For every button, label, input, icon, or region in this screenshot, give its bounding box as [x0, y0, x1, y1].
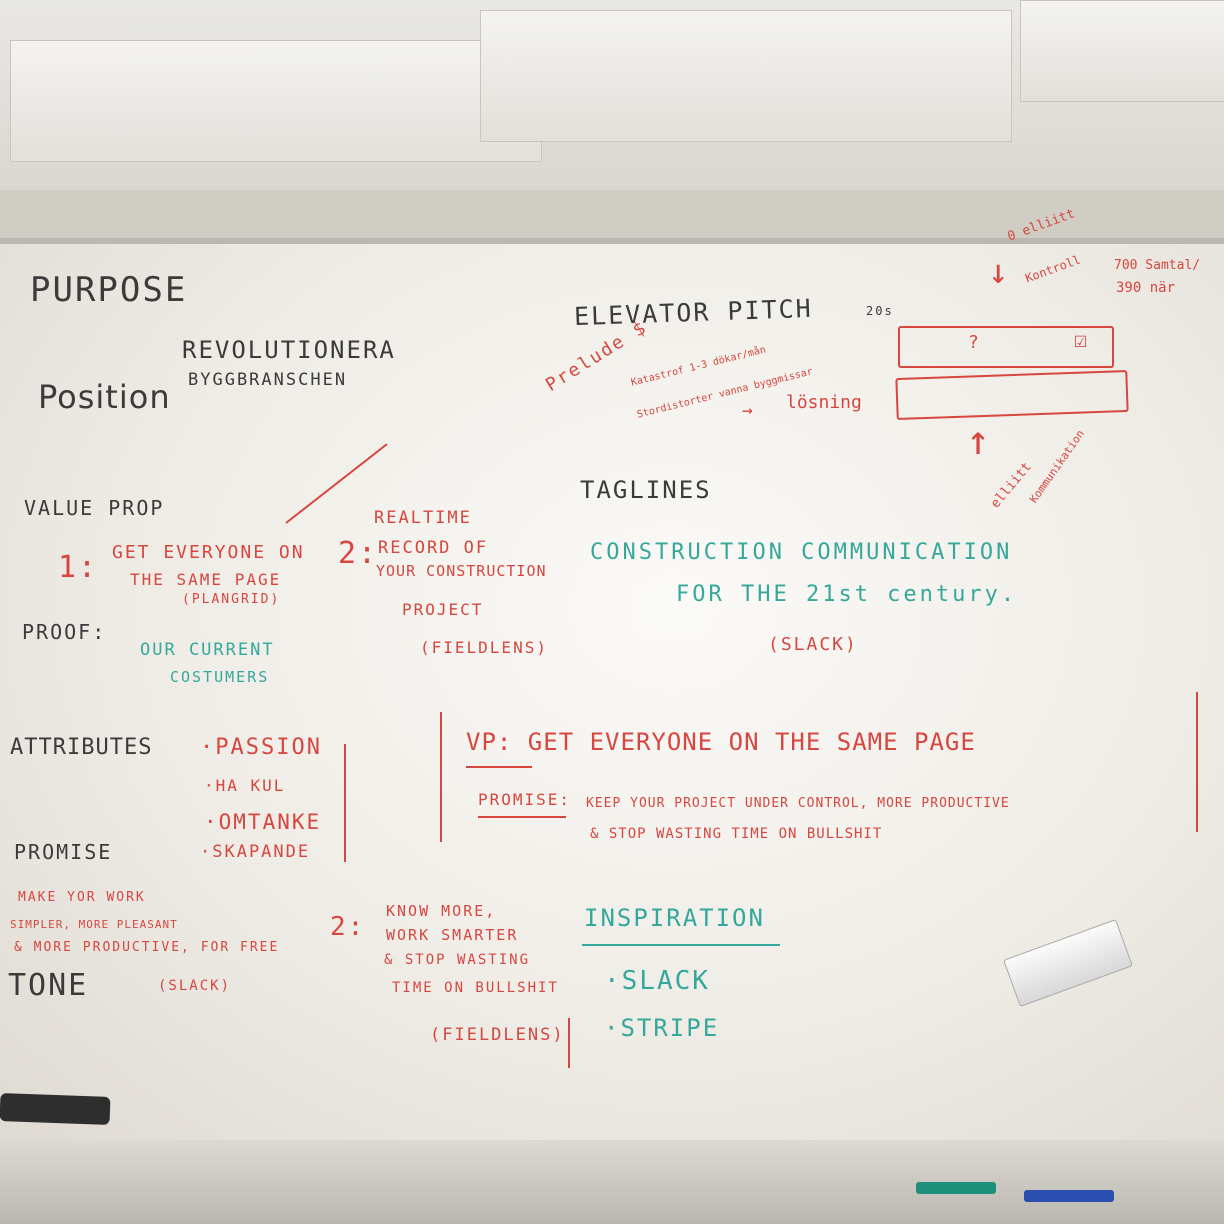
bar-mark: ? [968, 332, 981, 353]
ceiling-panel [480, 10, 1012, 142]
vp2-line: YOUR CONSTRUCTION [376, 562, 547, 580]
vp1-line: GET EVERYONE ON [112, 542, 305, 563]
vp2-number: 2: [338, 536, 379, 571]
divider-line [1196, 692, 1198, 832]
tagline-line: FOR THE 21st century. [676, 582, 1018, 607]
revolution-line: REVOLUTIONERA [182, 336, 396, 364]
vp2-line: REALTIME [374, 508, 472, 528]
tagline-reference: (SLACK) [768, 634, 858, 655]
position-heading: Position [38, 378, 171, 416]
tone-heading: TONE [8, 968, 89, 1003]
promise-line: & STOP WASTING TIME ON BULLSHIT [590, 826, 883, 842]
stat-line: 390 när [1116, 280, 1176, 296]
ceiling-panel [1020, 0, 1224, 102]
promise-line: & MORE PRODUCTIVE, FOR FREE [14, 940, 280, 955]
know-line: TIME ON BULLSHIT [392, 980, 559, 996]
bracket-line [344, 744, 346, 862]
promise-heading: PROMISE [14, 840, 113, 864]
know-reference: (FIELDLENS) [430, 1025, 565, 1045]
marker [1024, 1190, 1114, 1202]
inspiration-item: ·SLACK [604, 966, 710, 996]
attribute-item: ·SKAPANDE [200, 842, 311, 862]
purpose-heading: PURPOSE [30, 270, 188, 310]
know-number: 2: [330, 912, 366, 942]
vp2-line: (FIELDLENS) [420, 638, 548, 657]
promise-line: KEEP YOUR PROJECT UNDER CONTROL, MORE PR… [586, 796, 1010, 811]
proof-line: COSTUMERS [170, 668, 270, 686]
value-prop-heading: VALUE PROP [24, 496, 165, 520]
checkbox-icon: ☑ [1074, 328, 1090, 353]
control-bar [898, 326, 1114, 368]
bracket-line [568, 1018, 570, 1068]
proof-heading: PROOF: [22, 620, 107, 644]
know-line: WORK SMARTER [386, 926, 519, 944]
tone-reference: (SLACK) [158, 978, 232, 994]
attribute-item: ·OMTANKE [204, 810, 322, 834]
ceiling-panel [10, 40, 542, 162]
up-arrow-icon: ↑ [966, 418, 993, 464]
inspiration-item: ·STRIPE [604, 1014, 720, 1042]
stat-line: 700 Samtal/ [1114, 258, 1201, 273]
marker [916, 1182, 996, 1194]
promise-line: SIMPLER, MORE PLEASANT [10, 918, 178, 931]
promise-label: PROMISE: [478, 790, 572, 809]
pitch-time: 20s [866, 304, 894, 318]
vp1-line: (PLANGRID) [182, 592, 281, 607]
vp2-line: PROJECT [402, 600, 484, 619]
know-line: & STOP WASTING [384, 952, 531, 968]
taglines-heading: TAGLINES [580, 476, 712, 504]
revolution-line: BYGGBRANSCHEN [188, 370, 348, 390]
remote-control [0, 1093, 111, 1125]
underline [466, 766, 532, 768]
inspiration-heading: INSPIRATION [584, 904, 765, 932]
promise-line: MAKE YOR WORK [18, 890, 146, 905]
underline [582, 944, 780, 946]
know-line: KNOW MORE, [386, 902, 497, 920]
attributes-heading: ATTRIBUTES [10, 735, 153, 760]
attribute-item: ·HA KUL [204, 776, 286, 795]
proof-line: OUR CURRENT [140, 640, 275, 660]
solution-label: lösning [786, 392, 862, 413]
attribute-item: ·PASSION [200, 735, 322, 760]
tagline-line: CONSTRUCTION COMMUNICATION [590, 540, 1013, 565]
vp1-line: THE SAME PAGE [130, 570, 282, 589]
marker-tray [0, 1140, 1224, 1224]
divider-line [440, 712, 442, 842]
communication-bar [895, 369, 1129, 421]
vp-title: VP: GET EVERYONE ON THE SAME PAGE [466, 728, 976, 756]
vp1-number: 1: [58, 550, 99, 585]
arrow-icon: → [742, 400, 755, 421]
vp2-line: RECORD OF [378, 538, 489, 558]
underline [478, 816, 566, 818]
down-arrow-icon: ↓ [988, 252, 1011, 292]
